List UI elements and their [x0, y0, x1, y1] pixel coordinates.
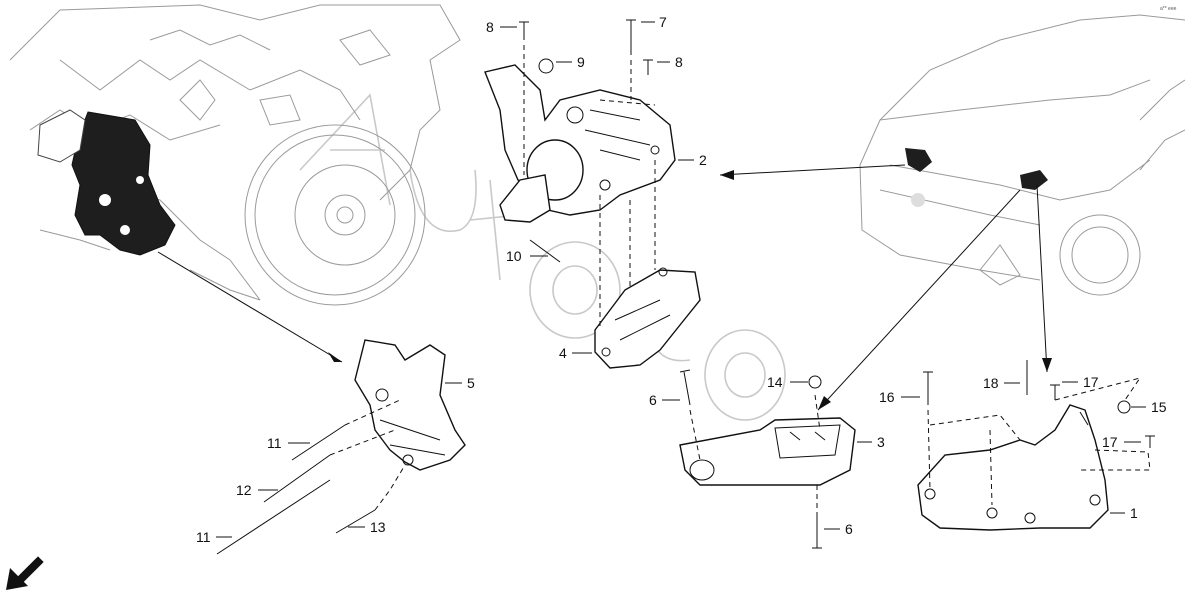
callout-17: 17 — [1102, 434, 1118, 450]
callout-18: 18 — [983, 375, 999, 391]
callout-1: 1 — [1130, 505, 1138, 521]
callout-3: 3 — [877, 434, 885, 450]
vehicle-outline — [719, 14, 1185, 411]
callout-10: 10 — [506, 248, 522, 264]
alignment-lines — [329, 45, 1151, 515]
corner-mark: a** eee — [1160, 6, 1177, 12]
callout-9: 9 — [577, 54, 585, 70]
callout-11: 11 — [196, 529, 211, 545]
callout-14: 14 — [767, 374, 783, 390]
callout-13: 13 — [370, 519, 386, 535]
callout-16: 16 — [879, 389, 895, 405]
callout-5: 5 — [467, 375, 475, 391]
watermark — [299, 93, 786, 421]
callout-15: 15 — [1151, 399, 1167, 415]
callout-7: 7 — [659, 14, 667, 30]
part-2-upper-mount — [484, 64, 676, 223]
front-direction-arrow-icon — [6, 556, 44, 590]
callout-8: 8 — [486, 19, 494, 35]
part-4-mount-plate — [594, 267, 701, 369]
callout-labels: 8 7 8 9 2 10 4 5 6 14 3 16 18 17 15 17 1… — [196, 6, 1177, 545]
part-5-bracket — [354, 339, 466, 471]
highlighted-engine-mount — [37, 109, 343, 363]
callout-12: 12 — [236, 482, 252, 498]
callout-17: 17 — [1083, 374, 1099, 390]
callout-6: 6 — [649, 392, 657, 408]
callout-leaders — [216, 21, 1146, 538]
part-3-torque-rod — [679, 417, 856, 486]
callout-6: 6 — [845, 521, 853, 537]
callout-4: 4 — [559, 345, 567, 361]
callout-8: 8 — [675, 54, 683, 70]
fasteners — [216, 19, 1155, 555]
callout-2: 2 — [699, 152, 707, 168]
part-1-side-mount — [917, 404, 1109, 531]
callout-11: 11 — [267, 435, 282, 451]
